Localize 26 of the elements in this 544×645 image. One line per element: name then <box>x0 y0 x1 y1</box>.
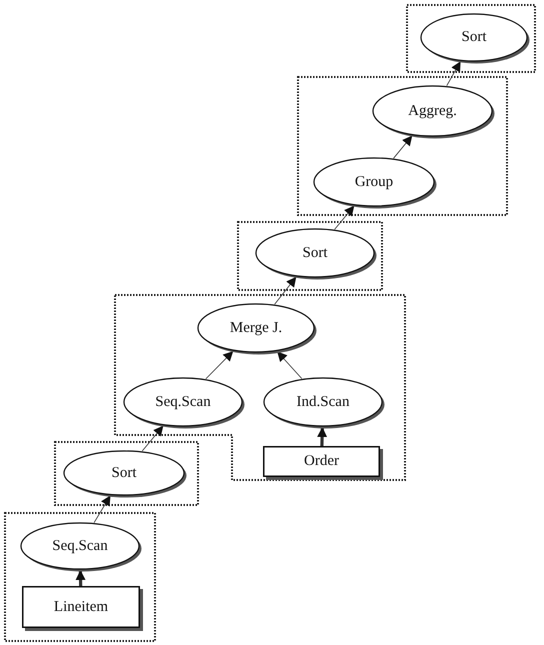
operator-ellipse: Ind.Scan <box>263 377 383 427</box>
dotted-group-outline <box>238 222 382 290</box>
arrow <box>393 135 413 159</box>
arrow <box>76 570 86 586</box>
operator-ellipse: Sort <box>420 13 528 62</box>
dotted-group-outline <box>55 442 198 505</box>
operator-ellipse: Seq.Scan <box>20 522 140 570</box>
dotted-group-outline <box>298 77 507 215</box>
table-box: Lineitem <box>22 586 140 628</box>
dotted-group-outline <box>407 5 535 72</box>
operator-ellipse: Sort <box>63 450 185 496</box>
operator-ellipse: Merge J. <box>197 303 315 353</box>
operator-ellipse: Seq.Scan <box>123 377 243 427</box>
arrow <box>317 426 328 446</box>
arrow <box>276 350 302 379</box>
arrow <box>94 495 111 524</box>
operator-ellipse: Aggreg. <box>372 85 493 137</box>
table-box: Order <box>263 446 380 477</box>
arrow <box>446 60 461 86</box>
arrow <box>205 350 234 380</box>
arrow <box>274 276 297 305</box>
arrow <box>334 205 355 230</box>
operator-ellipse: Sort <box>255 228 375 278</box>
dotted-group-outline <box>5 513 155 641</box>
arrow <box>142 425 164 452</box>
operator-ellipse: Group <box>313 157 435 207</box>
